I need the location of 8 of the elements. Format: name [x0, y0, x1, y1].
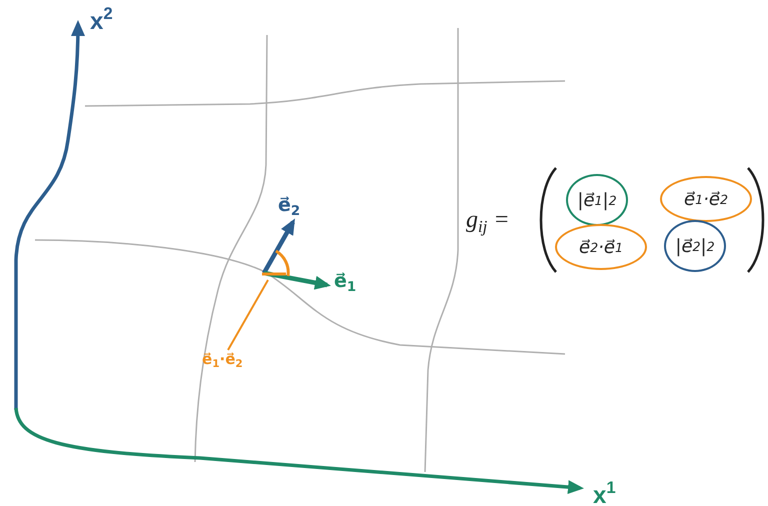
- dot-product-label: e⃗$_{1}$·e⃗$_{2}$: [202, 352, 243, 370]
- vector-label: e⃗$_{2}$: [278, 196, 300, 218]
- vector-label: e⃗$_{1}$: [334, 272, 356, 294]
- angle-arc: [262, 250, 290, 276]
- formula-label: g$_{ij}$ =: [466, 208, 510, 236]
- axis-label: x$^{2}$: [90, 6, 113, 34]
- axis-label: x$^{1}$: [593, 480, 616, 506]
- leader-line: [227, 280, 269, 350]
